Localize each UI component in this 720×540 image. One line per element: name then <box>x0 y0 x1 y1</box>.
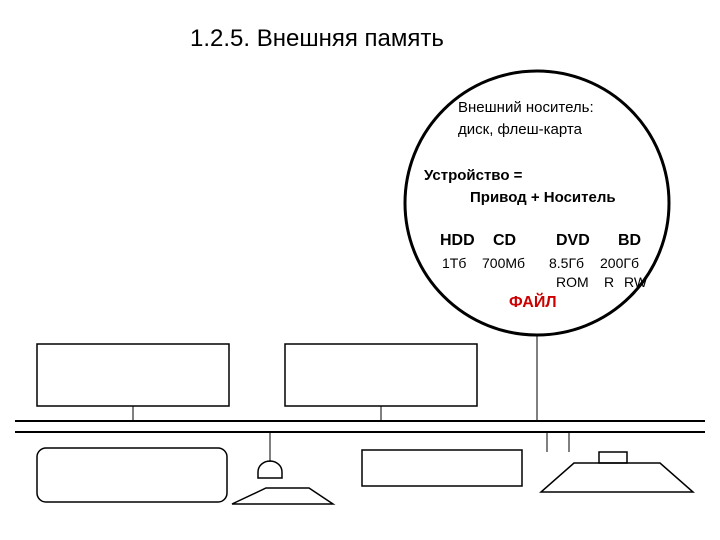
upper-block-left <box>36 343 230 407</box>
file-label: ФАЙЛ <box>509 294 557 311</box>
formula-line-1: Устройство = <box>424 167 523 184</box>
lower-device-left-trapezoid <box>231 487 336 505</box>
media-name-cd: CD <box>493 232 517 249</box>
media-size-bd: 200Гб <box>600 255 639 271</box>
formula-line-2: Привод + Носитель <box>470 189 616 206</box>
format-r: R <box>604 274 615 290</box>
printer-body-trapezoid <box>539 462 695 493</box>
carrier-line-2: диск, флеш-карта <box>458 121 582 138</box>
media-name-dvd: DVD <box>556 232 590 249</box>
format-rw: RW <box>624 274 648 290</box>
lower-block-keyboard <box>36 447 228 503</box>
media-name-hdd: HDD <box>440 232 475 249</box>
page-title: 1.2.5. Внешняя память <box>190 25 444 52</box>
format-rom: ROM <box>556 274 589 290</box>
printer-top-slot <box>598 451 628 464</box>
media-size-cd: 700Мб <box>482 255 526 271</box>
media-name-bd: BD <box>618 232 642 249</box>
carrier-line-1: Внешний носитель: <box>458 99 594 116</box>
lower-block-middle <box>361 449 523 487</box>
media-size-hdd: 1Тб <box>442 255 467 271</box>
mouse-shape <box>257 460 283 479</box>
media-size-dvd: 8.5Гб <box>549 255 585 271</box>
upper-block-middle <box>284 343 478 407</box>
